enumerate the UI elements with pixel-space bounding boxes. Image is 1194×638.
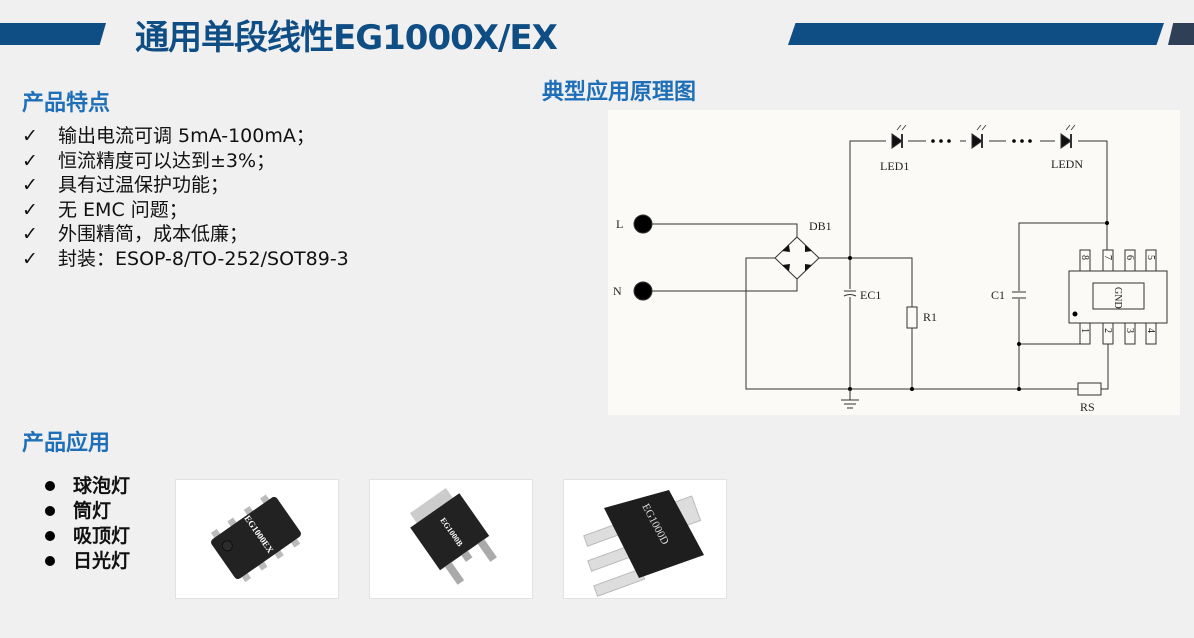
check-icon: ✓ bbox=[22, 198, 38, 221]
diagram-heading: 典型应用原理图 bbox=[542, 80, 697, 105]
svg-text:RS: RS bbox=[1080, 400, 1095, 414]
applications-list: 球泡灯 筒灯 吸顶灯 日光灯 bbox=[45, 474, 130, 574]
svg-text:3: 3 bbox=[1124, 328, 1135, 333]
svg-text:R1: R1 bbox=[923, 310, 937, 324]
check-icon: ✓ bbox=[22, 223, 38, 245]
feature-item: ✓外围精简，成本低廉； bbox=[22, 223, 249, 245]
feature-item: ✓封装：ESOP-8/TO-252/SOT89-3 bbox=[22, 247, 349, 270]
svg-text:6: 6 bbox=[1124, 255, 1135, 260]
check-icon: ✓ bbox=[22, 247, 38, 270]
page-title: 通用单段线性EG1000X/EX bbox=[135, 18, 558, 58]
check-icon: ✓ bbox=[22, 149, 38, 172]
application-item: 吸顶灯 bbox=[45, 524, 130, 549]
application-item: 筒灯 bbox=[45, 499, 130, 524]
bullet-icon bbox=[45, 555, 55, 566]
feature-item: ✓恒流精度可以达到±3%； bbox=[22, 149, 276, 172]
svg-text:LED1: LED1 bbox=[880, 159, 909, 173]
label-L: L bbox=[616, 217, 623, 231]
terminal-N bbox=[633, 281, 653, 301]
bullet-icon bbox=[45, 480, 55, 491]
features-list: ✓输出电流可调 5mA-100mA； ✓恒流精度可以达到±3%； ✓具有过温保护… bbox=[22, 124, 349, 271]
header-bar-right bbox=[788, 23, 1164, 45]
chip-image-sot89: EG1000D bbox=[563, 479, 727, 599]
svg-text:2: 2 bbox=[1102, 328, 1113, 333]
check-icon: ✓ bbox=[22, 174, 38, 196]
header-bar-edge bbox=[1168, 23, 1194, 45]
feature-item: ✓无 EMC 问题； bbox=[22, 198, 188, 221]
svg-text:LEDN: LEDN bbox=[1051, 157, 1083, 171]
bullet-icon bbox=[45, 530, 55, 541]
svg-text:8: 8 bbox=[1079, 255, 1090, 260]
svg-text:C1: C1 bbox=[991, 288, 1005, 302]
chip-image-esop8: EG1000EX bbox=[175, 479, 339, 599]
terminal-L bbox=[633, 214, 653, 234]
chip-image-to252: EG1000B bbox=[369, 479, 533, 599]
feature-item: ✓输出电流可调 5mA-100mA； bbox=[22, 125, 315, 147]
applications-heading: 产品应用 bbox=[22, 431, 111, 456]
svg-text:5: 5 bbox=[1145, 255, 1156, 260]
circuit-diagram: 8 7 6 5 1 2 3 4 GND L N DB1 EC1 R1 C1 RS… bbox=[608, 110, 1180, 415]
feature-item: ✓具有过温保护功能； bbox=[22, 174, 230, 196]
svg-text:7: 7 bbox=[1102, 255, 1113, 260]
svg-text:GND: GND bbox=[1112, 287, 1123, 309]
svg-text:DB1: DB1 bbox=[809, 219, 832, 233]
application-item: 日光灯 bbox=[45, 549, 130, 574]
svg-text:4: 4 bbox=[1145, 328, 1156, 333]
label-N: N bbox=[613, 284, 622, 298]
svg-text:1: 1 bbox=[1079, 328, 1090, 333]
svg-text:EC1: EC1 bbox=[860, 288, 881, 302]
check-icon: ✓ bbox=[22, 125, 38, 147]
bullet-icon bbox=[45, 505, 55, 516]
application-item: 球泡灯 bbox=[45, 474, 130, 499]
header-bar-left bbox=[0, 23, 106, 45]
features-heading: 产品特点 bbox=[22, 91, 111, 116]
